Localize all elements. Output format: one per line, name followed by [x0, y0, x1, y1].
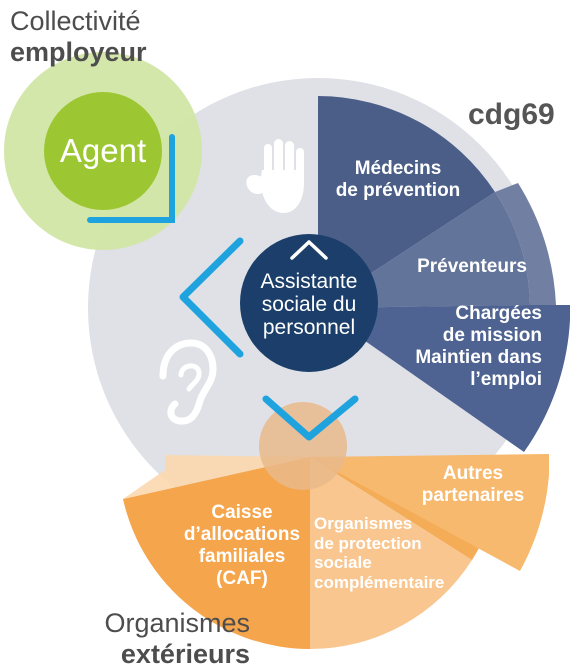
organismes-label: Organismes de protection sociale complém… — [314, 514, 464, 592]
center-line2a: sociale — [261, 293, 328, 317]
chevron-down-icon — [262, 395, 359, 441]
chargees-line2: de mission — [442, 324, 542, 346]
organismes-line4: complémentaire — [314, 572, 445, 592]
brand-label: cdg69 — [468, 98, 555, 131]
medecins-label: Médecins de prévention — [330, 158, 466, 202]
chargees-label: Chargées de mission Maintien dans l’empl… — [400, 303, 542, 390]
preventeurs-label: Préventeurs — [417, 256, 527, 277]
organismes-line3: sociale — [314, 553, 372, 573]
organismes-line1: Organismes — [314, 514, 413, 533]
external-label: Organismes extérieurs — [40, 608, 250, 670]
employer-line2: employeur — [10, 37, 147, 68]
medecins-line1: Médecins — [354, 158, 442, 179]
ear-icon — [159, 339, 217, 425]
agent-bracket — [87, 134, 175, 223]
employer-line1: Collectivité — [10, 6, 141, 36]
caf-line3: familiales — [198, 545, 286, 567]
hand-icon — [246, 139, 304, 214]
agent-label: Agent — [59, 132, 147, 169]
medecins-line2: de prévention — [335, 179, 461, 201]
external-line2: extérieurs — [120, 639, 250, 670]
chargees-line4: l’emploi — [470, 368, 542, 390]
wedge-organismes — [310, 457, 472, 649]
caf-line4: (CAF) — [216, 567, 268, 589]
caf-label: Caisse d’allocations familiales (CAF) — [180, 502, 304, 589]
wedge-autres-extension — [310, 454, 549, 571]
employer-label: Collectivité employeur — [10, 6, 147, 68]
chevron-up-icon — [290, 240, 328, 260]
organismes-line2: de protection — [314, 533, 422, 553]
wedge-preventeurs-outer — [495, 183, 556, 305]
chargees-line3: Maintien dans — [415, 346, 542, 368]
caf-line1: Caisse — [211, 502, 273, 523]
center-line2b: du — [327, 293, 357, 317]
external-line1: Organismes — [104, 608, 250, 638]
wedge-medecins — [318, 96, 495, 308]
center-line1: Assistante — [260, 270, 358, 293]
center-line2: sociale du — [240, 293, 378, 316]
autres-line2: partenaires — [421, 484, 525, 506]
autres-label: Autres partenaires — [412, 463, 534, 507]
wedge-caf-upper — [123, 455, 310, 499]
center-circle — [240, 234, 378, 372]
center-label: Assistante sociale du personnel — [240, 270, 378, 339]
caf-line2: d’allocations — [183, 523, 301, 545]
chevron-left-icon — [179, 237, 244, 358]
autres-line1: Autres — [442, 463, 504, 484]
center-line3: personnel — [262, 316, 356, 340]
wedge-chargees — [318, 305, 570, 452]
agent-circle — [44, 92, 162, 210]
chargees-line1: Chargées — [455, 303, 542, 324]
wedge-caf — [123, 457, 310, 649]
